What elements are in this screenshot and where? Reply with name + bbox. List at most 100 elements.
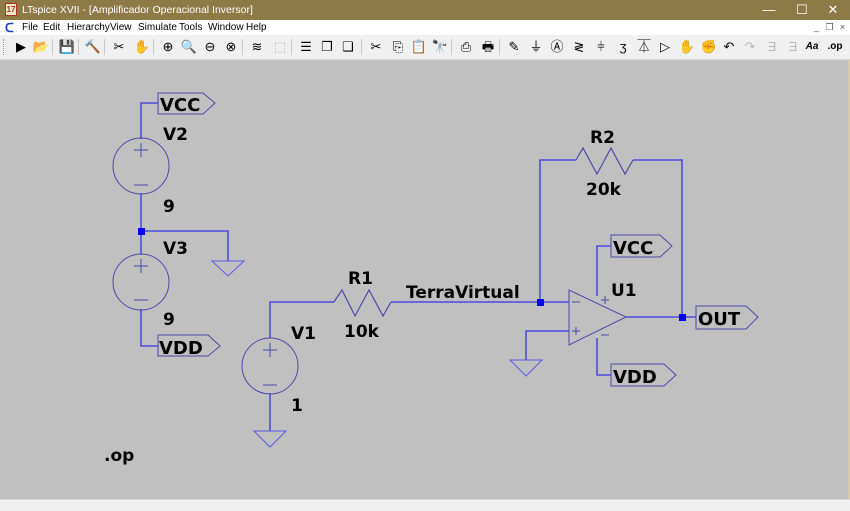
menu-edit[interactable]: Edit bbox=[43, 22, 61, 33]
move-icon[interactable]: ✋ bbox=[678, 39, 696, 54]
menu-view[interactable]: View bbox=[110, 22, 132, 33]
control-panel-icon[interactable]: 🔨 bbox=[84, 39, 102, 54]
zoom-area-icon[interactable]: 🔍 bbox=[180, 39, 198, 54]
print-preview-icon[interactable]: ⎙ bbox=[460, 39, 472, 54]
mirror-icon[interactable]: Ǝ bbox=[788, 39, 798, 54]
toolbar-separator bbox=[104, 39, 105, 55]
net-flag-vcc[interactable] bbox=[157, 92, 216, 115]
junction-dot bbox=[138, 228, 145, 235]
tile-horizontal-icon[interactable]: ☰ bbox=[300, 39, 312, 54]
drag-icon[interactable]: ✊ bbox=[700, 39, 718, 54]
cut-icon[interactable]: ✂ bbox=[370, 39, 382, 54]
undo-icon[interactable]: ↶ bbox=[723, 39, 735, 54]
resistor-icon[interactable]: ≷ bbox=[573, 39, 585, 54]
minimize-button[interactable]: — bbox=[762, 2, 776, 17]
label-net-icon[interactable]: Ⓐ bbox=[550, 39, 564, 54]
toolbar-separator bbox=[153, 39, 154, 55]
toolbar-grip[interactable] bbox=[3, 39, 6, 55]
window-border bbox=[848, 60, 850, 500]
junction-dot bbox=[679, 314, 686, 321]
cascade-icon[interactable]: ❐ bbox=[321, 39, 333, 54]
resistor-r2[interactable] bbox=[575, 146, 634, 176]
component-ref-r1: R1 bbox=[348, 269, 373, 289]
zoom-in-icon[interactable]: ⊕ bbox=[162, 39, 174, 54]
inductor-icon[interactable]: ʒ bbox=[619, 39, 627, 54]
menu-simulate[interactable]: Simulate bbox=[138, 22, 177, 33]
pan-icon[interactable]: ✋ bbox=[133, 39, 151, 54]
ground-icon bbox=[252, 430, 288, 448]
component-value-v2: 9 bbox=[163, 197, 175, 217]
junction-dot bbox=[537, 299, 544, 306]
wire bbox=[141, 230, 229, 261]
save-icon[interactable]: 💾 bbox=[58, 39, 76, 54]
open-icon[interactable]: 📂 bbox=[32, 39, 50, 54]
run-icon[interactable]: ▶ bbox=[16, 39, 26, 54]
print-icon[interactable]: 🖶 bbox=[481, 39, 495, 54]
component-value-v1: 1 bbox=[291, 396, 303, 416]
menu-window[interactable]: Window bbox=[208, 22, 244, 33]
schematic-canvas[interactable]: VCC VDD VCC VDD OUT TerraVirtual V2 9 V3… bbox=[0, 60, 848, 500]
toolbar-separator bbox=[361, 39, 362, 55]
component-ref-v1: V1 bbox=[291, 324, 316, 344]
autorange-icon[interactable]: ≋ bbox=[251, 39, 263, 54]
component-icon[interactable]: ▷ bbox=[660, 39, 670, 54]
delete-trace-icon[interactable]: ⬚ bbox=[273, 39, 287, 54]
spice-directive-icon[interactable]: .op bbox=[827, 41, 843, 52]
close-button[interactable]: ✕ bbox=[827, 2, 839, 17]
net-flag-vdd-opamp[interactable] bbox=[610, 363, 677, 387]
text-icon[interactable]: Aa bbox=[805, 41, 819, 52]
resistor-r1[interactable] bbox=[333, 288, 392, 318]
component-ref-u1: U1 bbox=[611, 281, 637, 301]
schematic-doc-icon: ᑕ bbox=[5, 21, 14, 35]
menu-tools[interactable]: Tools bbox=[179, 22, 203, 33]
spice-directive[interactable]: .op bbox=[104, 446, 134, 466]
net-flag-vcc-opamp[interactable] bbox=[610, 234, 673, 258]
wire bbox=[140, 309, 158, 347]
menu-file[interactable]: File bbox=[22, 22, 39, 33]
component-ref-v2: V2 bbox=[163, 125, 188, 145]
net-label-vdd-opamp: VDD bbox=[613, 367, 657, 388]
find-icon[interactable]: 🔭 bbox=[431, 39, 449, 54]
voltage-source-v1[interactable] bbox=[241, 337, 299, 395]
wire bbox=[596, 245, 611, 296]
ground-icon bbox=[210, 260, 246, 277]
ltspice-app-icon: 17 bbox=[5, 3, 17, 16]
close-windows-icon[interactable]: ❏ bbox=[342, 39, 354, 54]
voltage-source-v2[interactable] bbox=[112, 137, 170, 195]
capacitor-icon[interactable]: ⫩ bbox=[597, 39, 605, 54]
menu-hierarchy[interactable]: Hierarchy bbox=[67, 22, 110, 33]
maximize-button[interactable]: ☐ bbox=[796, 2, 808, 17]
wire bbox=[525, 330, 569, 360]
toolbar-separator bbox=[451, 39, 452, 55]
net-flag-out[interactable] bbox=[695, 305, 759, 330]
diode-icon[interactable]: ⏄ bbox=[637, 39, 651, 54]
net-label-vcc: VCC bbox=[160, 95, 200, 116]
net-label-vcc-opamp: VCC bbox=[613, 238, 653, 259]
toolbar-separator bbox=[499, 39, 500, 55]
net-label-vdd: VDD bbox=[159, 338, 203, 359]
mdi-restore-button[interactable]: ❐ bbox=[825, 22, 834, 32]
wire bbox=[539, 159, 576, 302]
redo-icon[interactable]: ↷ bbox=[744, 39, 756, 54]
rotate-icon[interactable]: Ǝ bbox=[767, 39, 777, 54]
zoom-out-icon[interactable]: ⊖ bbox=[204, 39, 216, 54]
zoom-fit-icon[interactable]: ⊗ bbox=[225, 39, 237, 54]
mdi-minimize-button[interactable]: _ bbox=[813, 22, 819, 32]
voltage-source-v3[interactable] bbox=[112, 253, 170, 311]
wire bbox=[269, 301, 334, 338]
draw-wire-icon[interactable]: ✎ bbox=[508, 39, 520, 54]
halt-icon[interactable]: ✂ bbox=[113, 39, 125, 54]
schematic-drawing: VCC VDD VCC VDD OUT TerraVirtual V2 9 V3… bbox=[104, 92, 759, 466]
net-flag-vdd[interactable] bbox=[157, 334, 221, 357]
ground-icon[interactable]: ⏚ bbox=[529, 39, 543, 54]
menu-help[interactable]: Help bbox=[246, 22, 267, 33]
component-ref-r2: R2 bbox=[590, 128, 615, 148]
copy-icon[interactable]: ⎘ bbox=[392, 39, 404, 54]
ground-icon bbox=[508, 359, 544, 377]
paste-icon[interactable]: 📋 bbox=[410, 39, 428, 54]
toolbar-separator bbox=[242, 39, 243, 55]
component-ref-v3: V3 bbox=[163, 239, 188, 259]
opamp-u1[interactable] bbox=[568, 289, 628, 346]
mdi-close-button[interactable]: × bbox=[839, 22, 846, 32]
